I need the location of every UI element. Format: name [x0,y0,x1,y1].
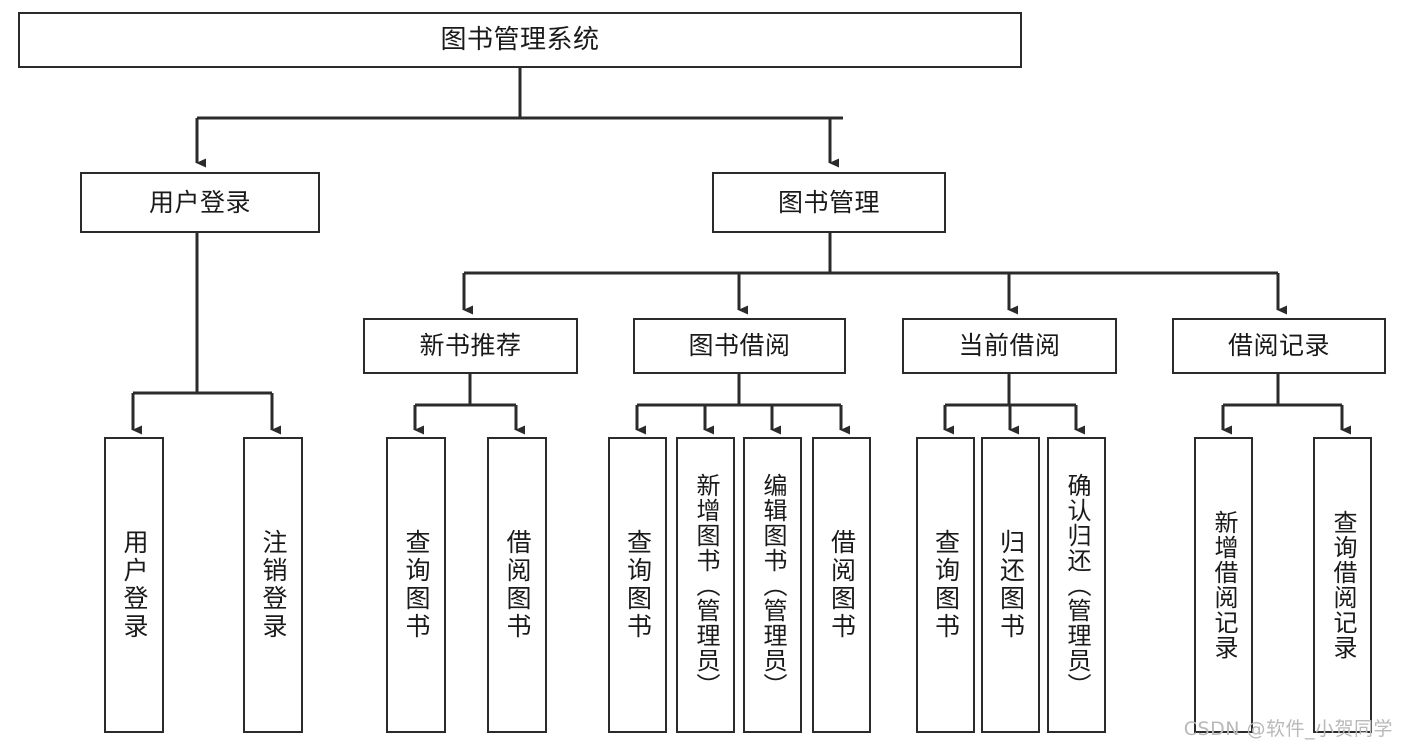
leaf-user-login-login[interactable]: 用户登录 [104,437,164,733]
node-label: 图书借阅 [688,331,791,361]
leaf-current-borrow-query-book[interactable]: 查询图书 [916,437,975,733]
leaf-book-borrow-query-book[interactable]: 查询图书 [608,437,667,733]
leaf-book-borrow-borrow-book[interactable]: 借阅图书 [812,437,871,733]
node-label: 新增图书（管理员） [691,472,720,698]
leaf-book-borrow-add-book-admin[interactable]: 新增图书（管理员） [676,437,735,733]
node-borrow-record[interactable]: 借阅记录 [1172,318,1386,374]
node-label: 当前借阅 [958,331,1061,361]
node-user-login[interactable]: 用户登录 [80,172,320,233]
node-label: 编辑图书（管理员） [758,472,787,698]
node-label: 注销登录 [259,529,288,641]
node-label: 借阅记录 [1227,331,1330,361]
node-root-book-management-system[interactable]: 图书管理系统 [18,12,1022,68]
node-label: 借阅图书 [827,529,857,641]
node-label: 借阅图书 [503,529,532,641]
node-book-borrow[interactable]: 图书借阅 [633,318,846,374]
leaf-new-book-borrow-book[interactable]: 借阅图书 [487,437,547,733]
node-label: 用户登录 [148,187,251,217]
node-label: 用户登录 [120,529,149,641]
node-label: 新增借阅记录 [1209,510,1238,660]
node-label: 查询图书 [402,529,431,641]
node-new-book-recommend[interactable]: 新书推荐 [363,318,578,374]
node-label: 新书推荐 [419,331,522,361]
node-book-management[interactable]: 图书管理 [712,172,946,233]
leaf-book-borrow-edit-book-admin[interactable]: 编辑图书（管理员） [743,437,802,733]
csdn-watermark: CSDN @软件_小贺同学 [1183,718,1393,740]
leaf-borrow-record-add-record[interactable]: 新增借阅记录 [1194,437,1253,733]
leaf-current-borrow-confirm-return-admin[interactable]: 确认归还（管理员） [1047,437,1106,733]
node-label: 图书管理系统 [440,24,600,55]
node-label: 图书管理 [777,187,880,217]
node-label: 归还图书 [996,529,1026,641]
node-label: 查询图书 [931,529,961,641]
node-label: 查询借阅记录 [1328,510,1357,660]
leaf-new-book-query-book[interactable]: 查询图书 [386,437,446,733]
leaf-borrow-record-query-record[interactable]: 查询借阅记录 [1313,437,1372,733]
node-current-borrow[interactable]: 当前借阅 [902,318,1117,374]
node-label: 确认归还（管理员） [1062,472,1091,698]
leaf-user-login-logout[interactable]: 注销登录 [243,437,303,733]
leaf-current-borrow-return-book[interactable]: 归还图书 [981,437,1040,733]
node-label: 查询图书 [623,529,653,641]
